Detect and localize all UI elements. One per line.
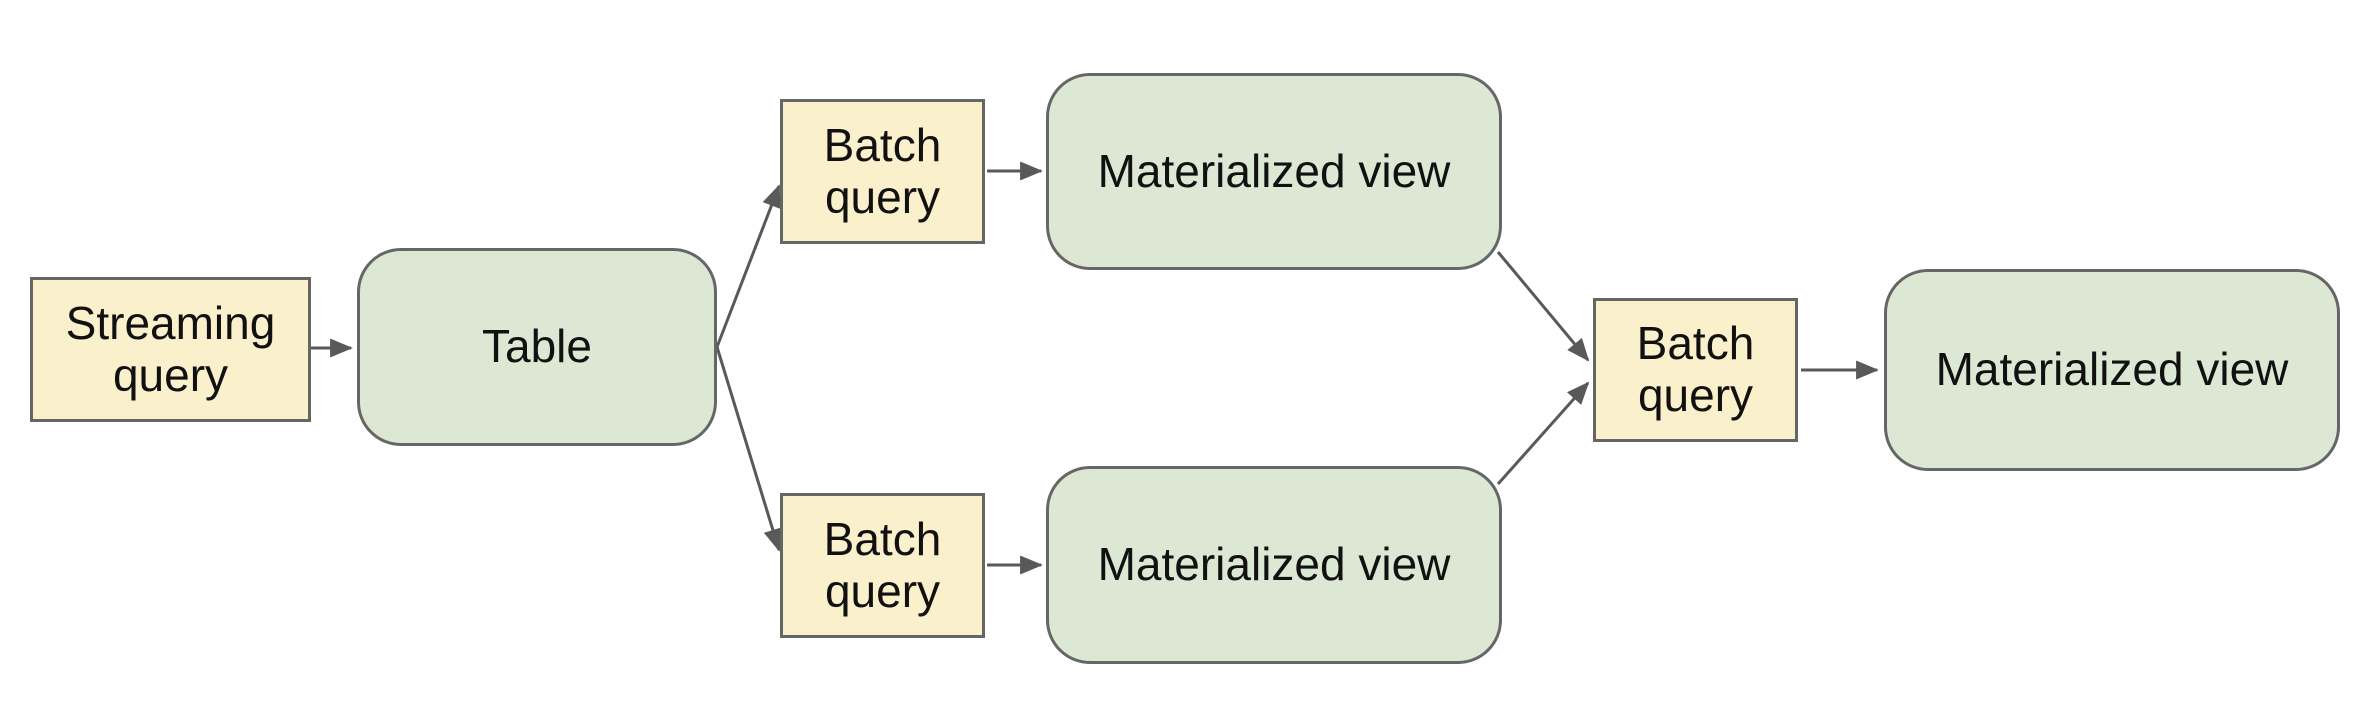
node-materialized-view-top: Materialized view [1046, 73, 1502, 270]
edge-materialized-view-bottom-to-batch-query-right [1496, 381, 1590, 485]
node-batch-query-right: Batch query [1593, 298, 1798, 442]
edge-materialized-view-top-to-batch-query-right [1496, 251, 1590, 362]
node-batch-query-top: Batch query [780, 99, 985, 244]
edge-table-to-batch-query-top [715, 184, 781, 348]
node-table: Table [357, 248, 717, 446]
node-materialized-view-bottom: Materialized view [1046, 466, 1502, 664]
node-streaming-query: Streaming query [30, 277, 311, 422]
edge-table-to-batch-query-bottom [715, 346, 782, 552]
node-materialized-view-right: Materialized view [1884, 269, 2340, 471]
node-batch-query-bottom: Batch query [780, 493, 985, 638]
